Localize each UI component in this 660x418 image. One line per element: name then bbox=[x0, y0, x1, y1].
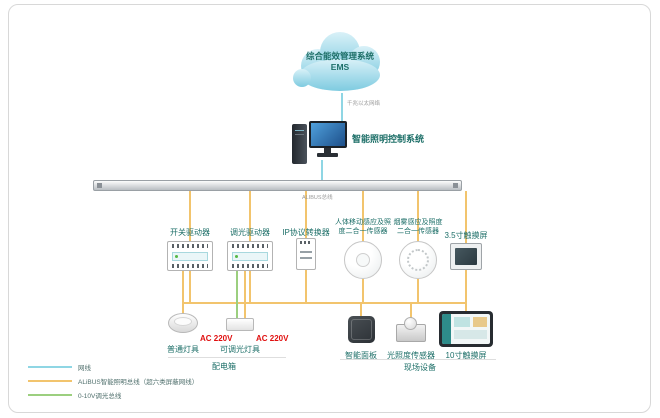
tower-slot bbox=[295, 130, 304, 131]
lamp-cap bbox=[174, 317, 192, 326]
field-devices-label: 现场设备 bbox=[404, 363, 436, 372]
terminal-strip bbox=[172, 244, 208, 248]
alibus-line-swatch bbox=[28, 380, 72, 382]
driver-display bbox=[232, 252, 268, 261]
smart-panel-device bbox=[348, 316, 375, 343]
dimmable-lamp-device bbox=[226, 318, 254, 331]
legend-item-dimming: 0-10V调光总线 bbox=[28, 391, 122, 400]
dimming-driver-device bbox=[227, 241, 273, 271]
pc-tower-icon bbox=[292, 124, 307, 164]
touch10-label: 10寸触摸屏 bbox=[445, 351, 487, 360]
pc-monitor-icon bbox=[309, 121, 347, 148]
panel-face bbox=[351, 319, 372, 340]
switch-driver-label: 开关驱动器 bbox=[170, 228, 210, 237]
pir-sensor-device bbox=[344, 241, 382, 279]
lux-sensor-device bbox=[396, 317, 426, 343]
smoke-sensor-label-line1: 烟雾感应及照度 bbox=[393, 219, 443, 226]
screen-widget bbox=[454, 330, 487, 339]
pir-sensor-label: 人体移动感应及照 度二合一传感器 bbox=[335, 218, 391, 236]
cloud-icon bbox=[293, 32, 380, 91]
touch35-label: 3.5寸触摸屏 bbox=[444, 231, 488, 240]
terminal-strip bbox=[172, 264, 208, 268]
network-line-swatch bbox=[28, 366, 72, 368]
distribution-box-label: 配电箱 bbox=[212, 362, 236, 371]
terminal-strip bbox=[300, 241, 312, 244]
network-link-label: 千兆以太网络 bbox=[347, 101, 381, 107]
terminal-strip bbox=[232, 264, 268, 268]
field-group-line bbox=[340, 359, 496, 360]
ems-subtitle: EMS bbox=[330, 62, 350, 72]
ip-converter-label: IP协议转换器 bbox=[282, 228, 330, 237]
alibus-lines bbox=[182, 191, 467, 319]
network-lines bbox=[321, 93, 343, 181]
lux-sensor-dome bbox=[404, 317, 417, 330]
normal-lamp-device bbox=[168, 313, 198, 333]
system-title: 智能照明控制系统 bbox=[352, 134, 425, 144]
legend-item-network: 网线 bbox=[28, 363, 91, 372]
touch10-screen bbox=[442, 314, 490, 344]
driver-display bbox=[172, 252, 208, 261]
sensor-vents bbox=[407, 249, 429, 271]
smoke-sensor-label-line2: 二合一传感器 bbox=[397, 228, 439, 236]
screen-widget bbox=[454, 317, 470, 327]
pir-sensor-label-line1: 人体移动感应及照 bbox=[335, 219, 391, 226]
monitor-neck bbox=[324, 148, 331, 153]
pir-sensor-label-line2: 度二合一传感器 bbox=[338, 228, 388, 236]
ems-cloud: 综合能效管理系统 EMS bbox=[288, 28, 392, 96]
dimmable-lamp-label: 可调光灯具 bbox=[220, 345, 260, 354]
smoke-sensor-label: 烟雾感应及照度 二合一传感器 bbox=[394, 218, 443, 236]
dimming-line-swatch bbox=[28, 394, 72, 396]
legend-label: 0-10V调光总线 bbox=[78, 393, 122, 400]
switch-driver-device bbox=[167, 241, 213, 271]
touch35-screen bbox=[455, 248, 477, 265]
bus-rail-label: ALIBUS总线 bbox=[302, 195, 333, 201]
module-line bbox=[300, 257, 312, 259]
monitor-base bbox=[317, 153, 338, 157]
bus-rail bbox=[93, 180, 462, 191]
pc-screen bbox=[311, 123, 345, 146]
touch35-device bbox=[450, 243, 482, 270]
touch10-device bbox=[439, 311, 493, 347]
sensor-lens bbox=[356, 253, 370, 267]
status-led bbox=[235, 255, 238, 258]
status-led bbox=[175, 255, 178, 258]
legend-item-alibus: ALiBUS智能照明总线（超六类屏蔽网线） bbox=[28, 377, 199, 386]
diagram-border bbox=[8, 4, 651, 413]
legend-label: ALiBUS智能照明总线（超六类屏蔽网线） bbox=[78, 379, 199, 386]
dimming-driver-label: 调光驱动器 bbox=[230, 228, 270, 237]
screen-sidebar bbox=[442, 314, 451, 344]
terminal-strip bbox=[232, 244, 268, 248]
smart-panel-label: 智能面板 bbox=[345, 351, 377, 360]
smoke-sensor-device bbox=[399, 241, 437, 279]
screen-widget bbox=[473, 317, 487, 327]
ac220v-label-2: AC 220V bbox=[256, 334, 289, 343]
normal-lamp-label: 普通灯具 bbox=[167, 345, 199, 354]
tower-slot bbox=[295, 134, 304, 135]
ip-converter-device bbox=[296, 238, 316, 270]
module-line bbox=[300, 251, 312, 253]
distribution-group-line bbox=[168, 357, 286, 358]
ems-title: 综合能效管理系统 bbox=[305, 51, 375, 61]
legend-label: 网线 bbox=[78, 365, 91, 372]
ac220v-label-1: AC 220V bbox=[200, 334, 233, 343]
lux-sensor-label: 光照度传感器 bbox=[387, 351, 435, 360]
